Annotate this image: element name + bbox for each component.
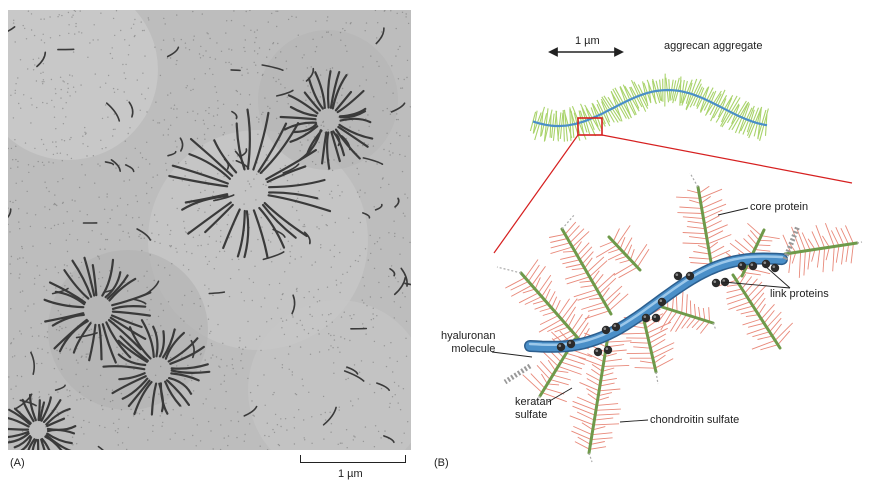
chondroitin-sulfate-label: chondroitin sulfate [650, 414, 740, 426]
leader-hyaluronan [491, 351, 533, 358]
leader-lines [491, 207, 791, 423]
micrograph-image [8, 10, 411, 450]
micrograph-panel [8, 10, 411, 450]
panel-a-label: (A) [10, 457, 25, 469]
zoom-line-left [493, 134, 579, 254]
leader-link-proteins-1 [764, 265, 791, 289]
aggrecan-detail [496, 172, 863, 463]
panel-a-scale-bar [300, 455, 406, 463]
panel-b-label: (B) [434, 457, 449, 469]
leader-chondroitin [619, 419, 649, 423]
zoom-box [577, 117, 603, 136]
link-proteins-label: link proteins [770, 288, 829, 300]
core-protein-label: core protein [750, 201, 809, 213]
panel-a-scale-label: 1 µm [338, 468, 363, 480]
leader-keratan [547, 387, 573, 403]
panel-b-scale-label: 1 µm [575, 35, 600, 47]
aggregate-title: aggrecan aggregate [664, 40, 763, 52]
keratan-sulfate-label: keratan sulfate [515, 396, 552, 421]
aggrecan-aggregate-small [529, 73, 769, 142]
leader-link-proteins-2 [722, 281, 791, 289]
hyaluronan-label: hyaluronan molecule [441, 330, 496, 355]
zoom-line-right [601, 134, 853, 184]
leader-core-protein [717, 207, 749, 216]
